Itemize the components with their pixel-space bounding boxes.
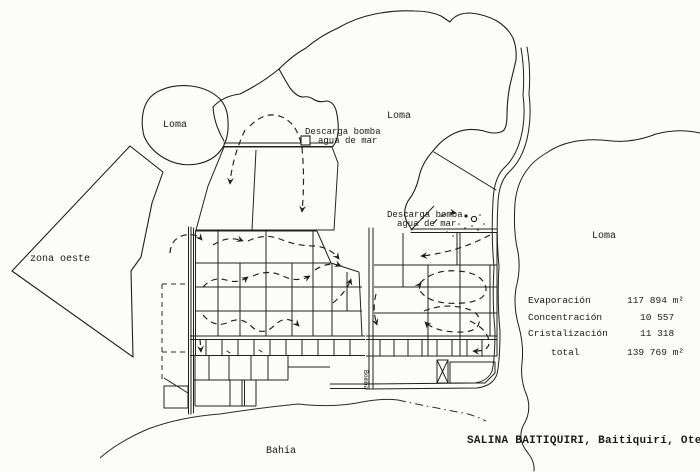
hill-west-outline [141, 85, 229, 166]
zona-oeste-outline [11, 145, 164, 358]
flow-arrow [202, 276, 249, 288]
flow-arrow [247, 235, 340, 260]
legend-value: 117 894 m² [627, 295, 684, 306]
road-inner [365, 47, 525, 385]
label-discharge2-line1: Descarga bomba [387, 210, 463, 220]
coastline-east-dashdot [397, 399, 487, 422]
legend-value: 10 557 [640, 312, 674, 323]
flow-arrow [332, 278, 353, 304]
south-boundary [330, 383, 366, 389]
label-canal: Bomba [362, 370, 369, 390]
flow-arrow [423, 305, 480, 333]
label-loma-west: Loma [163, 120, 187, 131]
narrow-cells [379, 339, 483, 356]
upper-pond-outline [195, 146, 339, 231]
legend-value: 139 769 m² [627, 347, 684, 358]
flow-arrow [420, 234, 491, 259]
map-symbols [300, 135, 485, 237]
label-loma-center: Loma [387, 111, 411, 122]
hill-center-outline [212, 10, 517, 231]
flow-arrow [227, 129, 246, 185]
grid-line [316, 230, 332, 264]
legend-label: Concentración [528, 312, 602, 323]
coastline-west [99, 398, 399, 459]
flow-arrow [197, 338, 204, 353]
lower-row-b [194, 380, 257, 407]
pump-dot [464, 214, 468, 218]
pump-symbol-1 [300, 135, 311, 146]
flow-arrow [314, 260, 342, 271]
pump-house-symbol [436, 359, 449, 384]
flow-arrows [169, 114, 491, 355]
grid-horizontals [366, 264, 497, 357]
hill-east-boundary [513, 130, 700, 472]
flow-arrow [469, 320, 490, 355]
label-discharge1-line1: Descarga bomba [305, 127, 381, 137]
flow-arrow [414, 270, 487, 304]
pond-complex-east [366, 205, 498, 384]
label-discharge2-line2: agua de mar [397, 219, 456, 229]
label-discharge1-line2: agua de mar [318, 136, 377, 146]
narrow-cells [205, 339, 351, 356]
flow-arrow [249, 114, 306, 213]
label-loma-east: Loma [592, 231, 616, 242]
flow-arrow [202, 314, 300, 332]
flow-arrow [212, 235, 244, 246]
hill-center-inner-edge [278, 68, 339, 147]
grid-line [358, 271, 363, 337]
legend-value: 11 318 [640, 328, 675, 339]
flow-arrow [432, 208, 457, 225]
coastline [99, 398, 487, 459]
flow-arrow [371, 293, 379, 326]
dashed-parcel [161, 283, 188, 380]
stipple-dots [446, 214, 485, 237]
map-title: SALINA BAITIQUIRI, Baitiquirí, Ote [467, 435, 700, 447]
upper-pond-divider [251, 149, 257, 231]
flow-arrow [169, 233, 203, 254]
clipped-pond [449, 361, 496, 384]
legend-label: Evaporación [528, 295, 591, 306]
lower-row-a [193, 355, 289, 381]
terrain-hills [11, 10, 700, 472]
legend-label: Cristalización [528, 328, 608, 339]
hill-boundary-diagonal [433, 151, 497, 191]
pump-symbol-2 [470, 215, 478, 223]
tick-marks [226, 349, 263, 354]
water-channels [188, 142, 498, 415]
flow-arrow [252, 271, 311, 282]
map-labels: Loma Loma Loma zona oeste Bahía Descarga… [30, 111, 700, 457]
label-bahia: Bahía [266, 445, 296, 457]
pond-complex-west [161, 146, 366, 409]
legend-label: total [551, 347, 580, 358]
road-outer [365, 46, 531, 390]
grid-slant [410, 205, 435, 231]
area-legend: Evaporación 117 894 m² Concentración 10 … [528, 295, 684, 358]
label-zona-oeste: zona oeste [30, 254, 90, 265]
west-small-pond [163, 385, 189, 409]
